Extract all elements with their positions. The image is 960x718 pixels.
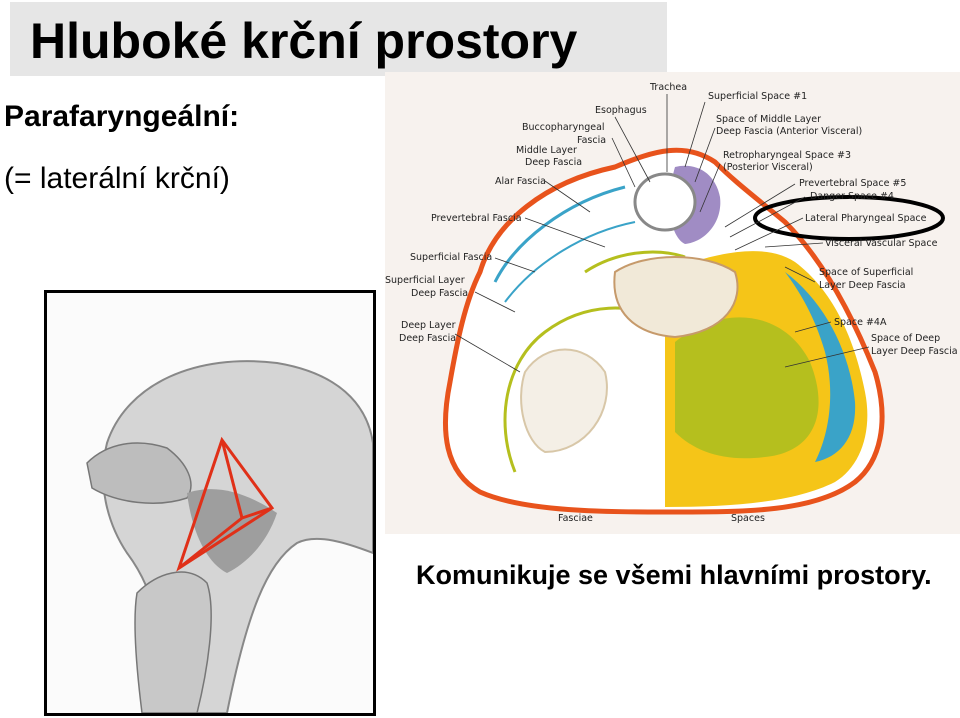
label-buccopharyngeal-1: Buccopharyngeal bbox=[522, 122, 605, 133]
label-fasciae: Fasciae bbox=[558, 513, 593, 524]
label-middle-layer-space-2: Deep Fascia (Anterior Visceral) bbox=[716, 126, 862, 137]
neck-cross-section-figure: Trachea Esophagus Superficial Space #1 B… bbox=[385, 72, 960, 534]
label-spaces: Spaces bbox=[731, 513, 765, 524]
highlight-ellipse bbox=[753, 195, 945, 241]
label-danger-space: Danger Space #4 bbox=[810, 191, 894, 202]
label-prevertebral-space: Prevertebral Space #5 bbox=[799, 178, 906, 189]
label-space-superficial-2: Layer Deep Fascia bbox=[819, 280, 906, 291]
slide-caption: Komunikuje se všemi hlavními prostory. bbox=[416, 560, 932, 590]
slide-subtext: (= laterální krční) bbox=[4, 162, 230, 195]
label-space-deep-2: Layer Deep Fascia bbox=[871, 346, 958, 357]
label-prevertebral-fascia: Prevertebral Fascia bbox=[431, 213, 522, 224]
parapharyngeal-shading bbox=[187, 489, 277, 573]
label-buccopharyngeal-2: Fascia bbox=[577, 135, 606, 146]
label-visceral-vascular: Visceral Vascular Space bbox=[825, 238, 938, 249]
label-lateral-pharyngeal: Lateral Pharyngeal Space bbox=[805, 213, 927, 224]
label-superficial-fascia: Superficial Fascia bbox=[410, 252, 492, 263]
cross-section-svg: Trachea Esophagus Superficial Space #1 B… bbox=[385, 72, 960, 534]
label-superficial-space-1: Superficial Space #1 bbox=[708, 91, 807, 102]
label-deep-layer-1: Deep Layer bbox=[401, 320, 456, 331]
label-middle-layer-space-1: Space of Middle Layer bbox=[716, 114, 821, 125]
label-middle-layer-deep-2: Deep Fascia bbox=[525, 157, 582, 168]
label-esophagus: Esophagus bbox=[595, 105, 647, 116]
muscle-left bbox=[520, 348, 608, 454]
space-4a-region bbox=[675, 317, 819, 459]
label-trachea: Trachea bbox=[649, 82, 687, 93]
label-superficial-layer-1: Superficial Layer bbox=[385, 275, 465, 286]
fascia-line bbox=[584, 250, 686, 274]
label-space-4a: Space #4A bbox=[834, 317, 887, 328]
label-retropharyngeal-1: Retropharyngeal Space #3 bbox=[723, 150, 851, 161]
fascia-line bbox=[504, 221, 636, 303]
anatomy-sketch-svg bbox=[47, 293, 373, 713]
label-retropharyngeal-2: (Posterior Visceral) bbox=[723, 162, 813, 173]
vertebra bbox=[613, 256, 739, 339]
label-superficial-layer-2: Deep Fascia bbox=[411, 288, 468, 299]
jaw-shading bbox=[86, 442, 192, 504]
anatomy-sketch-figure bbox=[44, 290, 376, 716]
label-space-deep-1: Space of Deep bbox=[871, 333, 940, 344]
label-space-superficial-1: Space of Superficial bbox=[819, 267, 913, 278]
neck-shading bbox=[134, 571, 212, 713]
label-deep-layer-2: Deep Fascia bbox=[399, 333, 456, 344]
slide-subtitle: Parafaryngeální: bbox=[4, 100, 240, 133]
deep-layer-space-region bbox=[785, 272, 856, 462]
parapharyngeal-triangle bbox=[176, 436, 275, 572]
label-alar-fascia: Alar Fascia bbox=[495, 176, 546, 187]
title-bar: Hluboké krční prostory bbox=[10, 2, 667, 76]
trachea-shape bbox=[633, 172, 697, 232]
label-middle-layer-deep-1: Middle Layer bbox=[516, 145, 577, 156]
slide-title: Hluboké krční prostory bbox=[30, 13, 578, 69]
